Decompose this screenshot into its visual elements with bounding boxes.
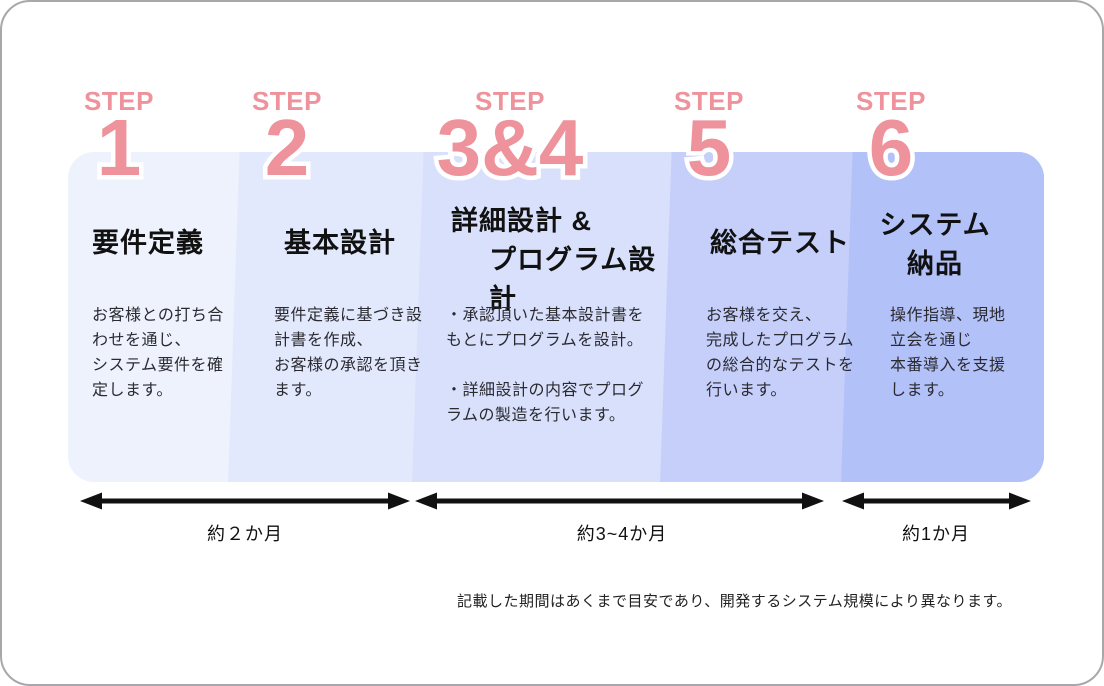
step-number-text: 2 (264, 103, 310, 192)
step-number-1: 1 1 (84, 103, 154, 192)
step-header-5: STEP 5 5 (674, 86, 744, 192)
step-title-1: 要件定義 (92, 228, 204, 258)
step-column-5: 総合テスト お客様を交え、 完成したプログラム の総合的なテストを 行います。 (706, 224, 880, 399)
step-number-outline: 6 (864, 103, 917, 192)
step-column-3-4: 詳細設計 & プログラム設計 ・承認頂いた基本設計書を もとにプログラムを設計。… (446, 202, 681, 424)
process-band (68, 152, 1044, 482)
step-description-5: お客様を交え、 完成したプログラム の総合的なテストを 行います。 (706, 307, 855, 399)
step-header-2: STEP 2 2 (252, 86, 322, 192)
step-column-2: 基本設計 要件定義に基づき設 計書を作成、 お客様の承認を頂き ます。 (274, 224, 454, 399)
duration-arrow-2 (415, 492, 824, 510)
step-title-3-4: 詳細設計 & プログラム設計 (451, 206, 657, 315)
step-number-outline: 5 (682, 103, 735, 192)
step-description-2: 要件定義に基づき設 計書を作成、 お客様の承認を頂き ます。 (274, 307, 423, 399)
step-header-6: STEP 6 6 (856, 86, 926, 192)
duration-label-1: 約２か月 (207, 524, 283, 544)
step-word: STEP (84, 86, 154, 116)
duration-label-2: 約3~4か月 (576, 524, 668, 544)
step-word: STEP (856, 86, 926, 116)
step-word: STEP (475, 86, 545, 116)
step-title-6: システム 納品 (879, 210, 991, 280)
step-number-text: 6 (868, 103, 914, 192)
step-number-text: 5 (686, 103, 732, 192)
step-header-1: STEP 1 1 (84, 86, 154, 192)
step-description-1: お客様との打ち合 わせを通じ、 システム要件を確 定します。 (92, 307, 224, 399)
step-description-6: 操作指導、現地 立会を通じ 本番導入を支援 します。 (890, 307, 1006, 399)
step-number-5: 5 5 (674, 103, 744, 192)
step-title-2: 基本設計 (284, 228, 396, 258)
step-number-outline: 2 (260, 103, 313, 192)
step-word: STEP (252, 86, 322, 116)
step-number-outline: 1 (92, 103, 145, 192)
duration-arrow-1 (80, 492, 410, 510)
duration-arrow-3 (842, 492, 1031, 510)
step-number-outline: 3&4 (432, 103, 588, 192)
step-number-2: 2 2 (252, 103, 322, 192)
step-header-3-4: STEP 3&4 3&4 (432, 86, 588, 192)
step-number-3-4: 3&4 3&4 (432, 103, 588, 192)
step-description-3-4: ・承認頂いた基本設計書を もとにプログラムを設計。 ・詳細設計の内容でプログ ラ… (446, 307, 645, 424)
duration-arrows (80, 492, 1031, 510)
step-word: STEP (674, 86, 744, 116)
step-column-6: システム 納品 操作指導、現地 立会を通じ 本番導入を支援 します。 (874, 206, 1005, 399)
step-number-text: 1 (96, 103, 142, 192)
step-number-6: 6 6 (856, 103, 926, 192)
step-title-5: 総合テスト (710, 228, 850, 258)
footnote: 記載した期間はあくまで目安であり、開発するシステム規模により異なります。 (456, 593, 1012, 610)
step-number-text: 3&4 (436, 103, 584, 192)
duration-label-3: 約1か月 (901, 524, 971, 544)
step-column-1: 要件定義 お客様との打ち合 わせを通じ、 システム要件を確 定します。 (92, 224, 252, 399)
